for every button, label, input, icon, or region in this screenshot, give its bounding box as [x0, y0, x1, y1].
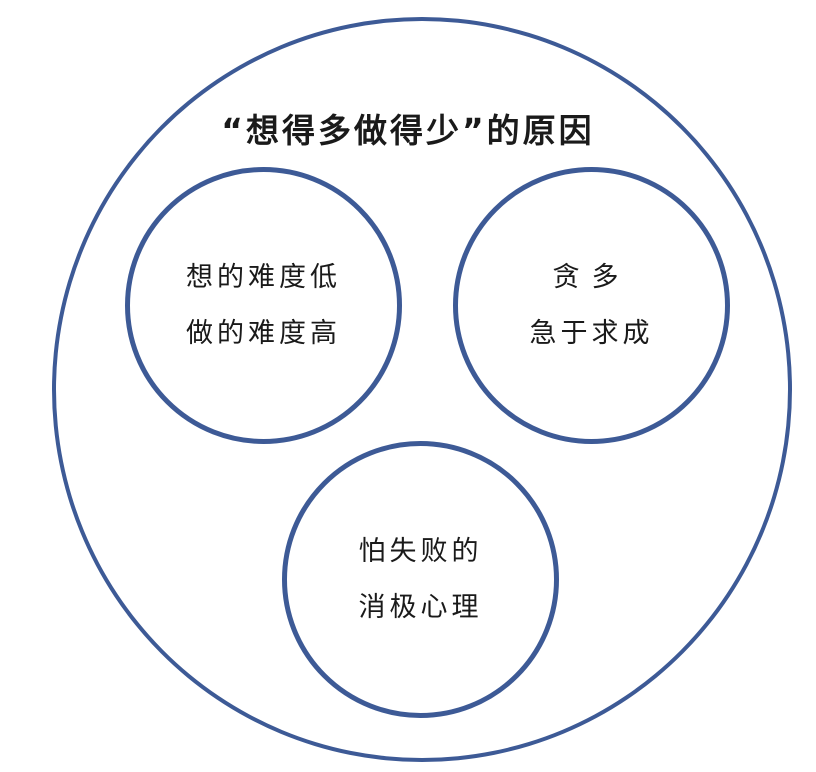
reason-1-line-1: 想的难度低 [186, 261, 341, 293]
reason-circle-2: 贪多 急于求成 [453, 167, 730, 444]
reason-1-line-2: 做的难度高 [186, 317, 341, 349]
reason-3-line-2: 消极心理 [358, 591, 483, 623]
reason-3-line-1: 怕失败的 [358, 535, 483, 567]
reason-circle-3: 怕失败的 消极心理 [282, 441, 559, 718]
diagram-title: “想得多做得少”的原因 [221, 111, 595, 150]
reason-circle-1: 想的难度低 做的难度高 [125, 167, 402, 444]
reason-2-line-1: 贪多 [552, 261, 631, 293]
reason-2-line-2: 急于求成 [529, 317, 654, 349]
